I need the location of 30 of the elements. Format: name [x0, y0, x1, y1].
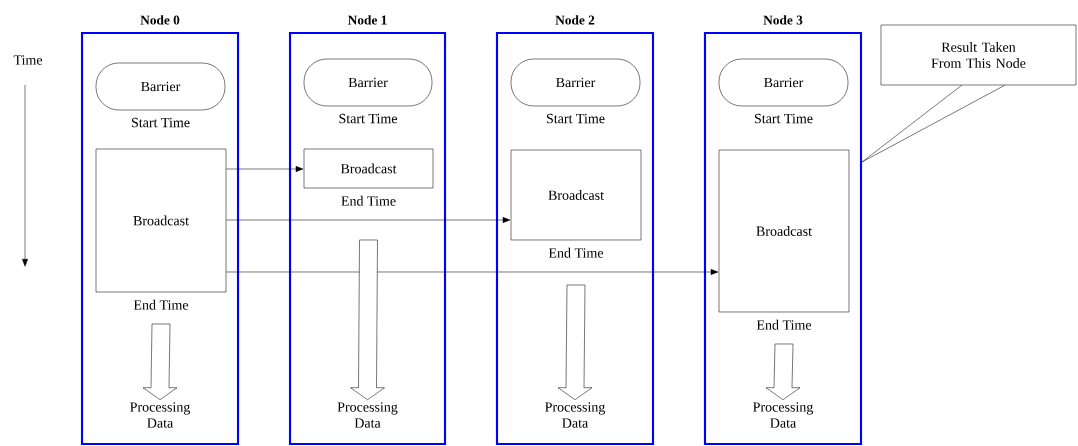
node-label: Node 3 [763, 15, 803, 25]
processing-text: Processing Data [130, 402, 191, 428]
processing-text: Processing Data [337, 402, 398, 428]
time-label: End Time [548, 247, 604, 258]
block-arrow [350, 239, 385, 400]
time-label: End Time [756, 319, 812, 330]
time-label: End Time [133, 299, 189, 310]
time-label: Start Time [546, 113, 605, 124]
node-label: Node 1 [347, 15, 387, 25]
block-arrow [765, 343, 801, 400]
arrow [226, 217, 511, 223]
callout-pointer [861, 85, 1005, 163]
node-label: Node 2 [555, 15, 595, 25]
block-arrow [142, 323, 178, 400]
time-label: Start Time [131, 117, 190, 128]
broadcast-box: Broadcast [303, 148, 434, 189]
processing-text: Processing Data [753, 402, 814, 428]
axis-label: Time [13, 55, 43, 65]
broadcast-box: Broadcast [95, 148, 227, 293]
broadcast-box: Broadcast [718, 149, 850, 313]
arrow [226, 269, 719, 275]
block-arrow [557, 284, 593, 400]
processing-text: Processing Data [545, 402, 606, 428]
time-label: Start Time [339, 113, 398, 124]
callout-box: Result Taken From This Node [880, 24, 1077, 86]
node-label: Node 0 [140, 15, 180, 25]
arrow [226, 166, 304, 172]
time-label: End Time [341, 195, 396, 206]
time-label: Start Time [754, 113, 813, 124]
broadcast-box: Broadcast [510, 149, 642, 241]
